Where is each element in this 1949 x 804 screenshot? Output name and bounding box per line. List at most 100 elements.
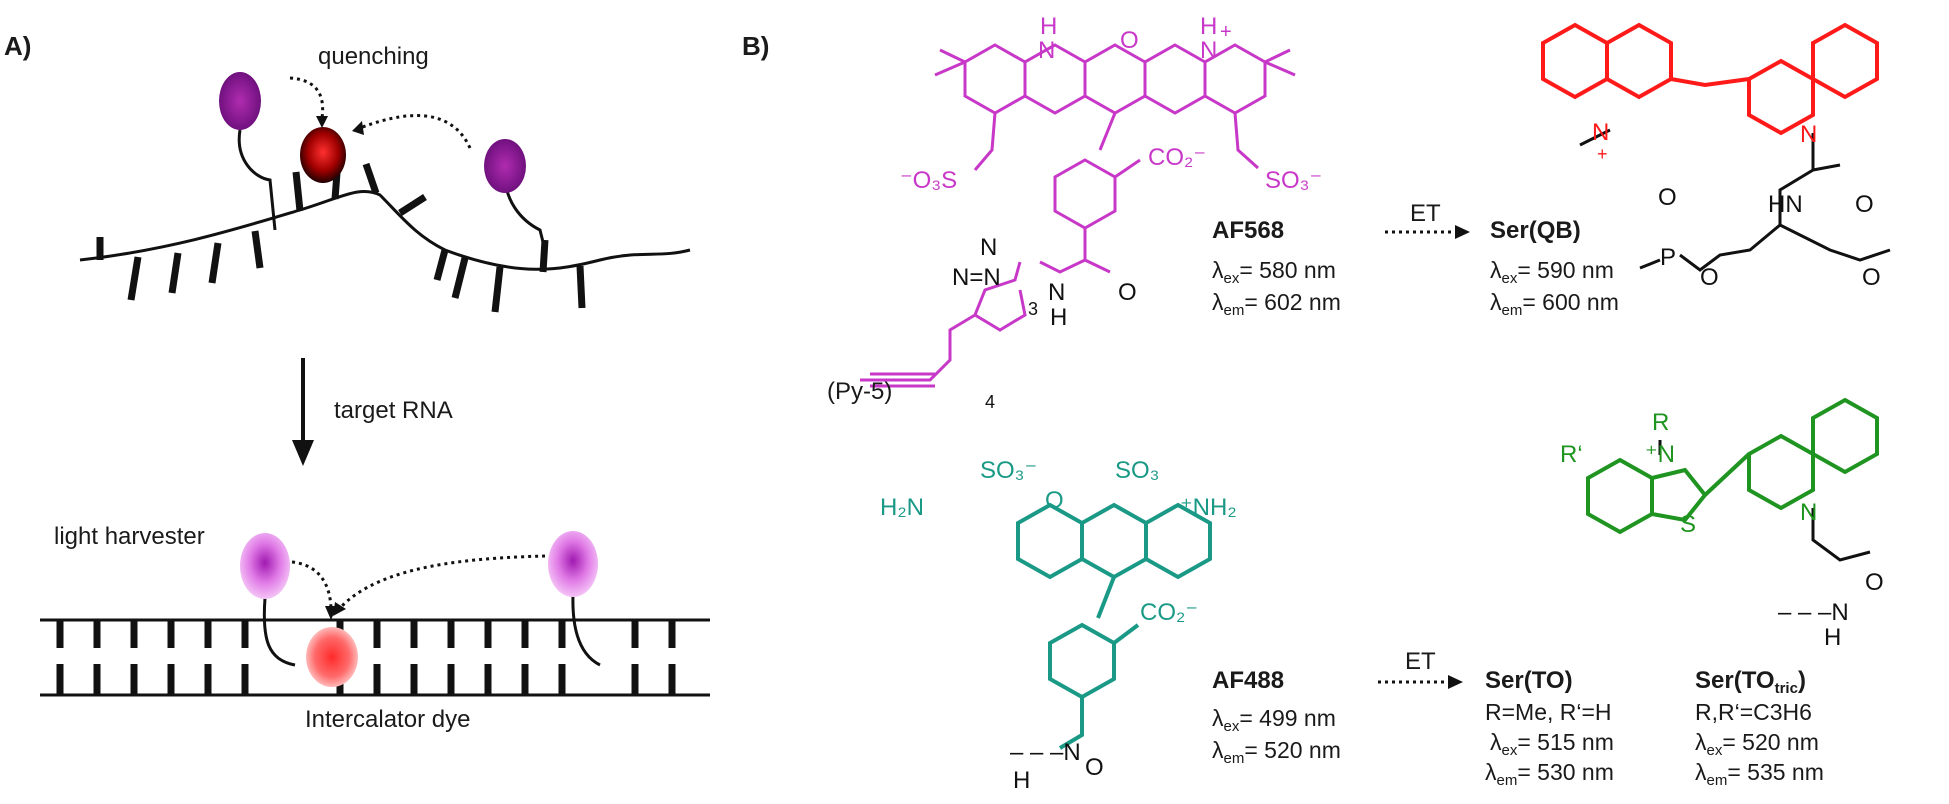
linker-subscript-4: 4 xyxy=(985,392,995,412)
af568-nh: H xyxy=(1040,13,1057,40)
totric-name-main: Ser(TO xyxy=(1695,667,1775,694)
to-r: R xyxy=(1652,409,1669,436)
quenching-arrowhead-2 xyxy=(352,121,364,135)
af488-so3-left: SO₃⁻ xyxy=(980,457,1037,484)
af488-nh2-plus: ⁺NH₂ xyxy=(1180,494,1237,521)
to-amide-h: H xyxy=(1824,624,1841,651)
af568-so3-right: SO₃⁻ xyxy=(1265,167,1322,194)
et-arrowhead-duplex-2 xyxy=(333,602,346,616)
qb-amide-o: O xyxy=(1855,191,1874,218)
af488-co2: CO₂⁻ xyxy=(1140,599,1198,626)
totric-name-sub: tric xyxy=(1774,680,1798,697)
af488-ex-value: 499 nm xyxy=(1259,705,1336,731)
target-rna-label: target RNA xyxy=(334,397,453,424)
qb-n: N xyxy=(1800,121,1817,148)
totric-name: Ser(TOtric) xyxy=(1695,667,1806,697)
to-ex: λex= 515 nm xyxy=(1490,729,1614,759)
af568-n2: N xyxy=(1200,37,1217,64)
af488-structure xyxy=(1016,502,1212,750)
totric-ex: λex= 520 nm xyxy=(1695,729,1819,759)
quenching-arrows xyxy=(289,76,472,149)
qb-name: Ser(QB) xyxy=(1490,217,1581,244)
quenched-intercalator-dye xyxy=(300,127,346,183)
totric-name-close: ) xyxy=(1797,667,1806,694)
af488-o: O xyxy=(1045,487,1064,514)
et-top-label: ET xyxy=(1410,200,1441,227)
qb-plus: + xyxy=(1597,144,1608,164)
to-linker xyxy=(1658,440,1871,562)
to-r-line: R=Me, R‘=H xyxy=(1485,699,1612,725)
triazole-n-a: N xyxy=(980,234,997,261)
qb-hn: HN xyxy=(1768,191,1803,218)
to-n: N xyxy=(1800,499,1817,526)
qb-p: P xyxy=(1660,244,1676,271)
quenching-arrowhead-1 xyxy=(316,116,328,128)
to-ex-value: 515 nm xyxy=(1537,729,1614,755)
triazole-n-b: N=N xyxy=(952,264,1001,291)
quenching-label: quenching xyxy=(318,43,429,70)
to-rprime: R‘ xyxy=(1560,441,1583,468)
dye-linkers-bottom xyxy=(262,594,601,667)
et-arrow-bottom-head xyxy=(1448,675,1463,689)
af488-name: AF488 xyxy=(1212,667,1285,694)
fluorescent-intercalator-dye xyxy=(306,627,358,687)
light-harvester-label: light harvester xyxy=(54,523,205,550)
af488-amide-o: O xyxy=(1085,754,1104,781)
qb-em-value: 600 nm xyxy=(1542,289,1619,315)
panel-a-label: A) xyxy=(4,31,32,61)
qb-ex-value: 590 nm xyxy=(1537,257,1614,283)
af568-co2: CO₂⁻ xyxy=(1148,144,1206,171)
af568-name: AF568 xyxy=(1212,217,1285,244)
af568-ex: λex= 580 nm xyxy=(1212,257,1336,287)
to-em-value: 530 nm xyxy=(1537,759,1614,785)
to-name: Ser(TO) xyxy=(1485,667,1573,694)
af488-so3-right: SO₃ xyxy=(1115,457,1159,484)
to-s: S xyxy=(1680,511,1696,538)
amide-h: H xyxy=(1050,304,1067,331)
to-em: λem= 530 nm xyxy=(1485,759,1614,789)
et-arrow-top-head xyxy=(1455,225,1470,239)
af488-em-value: 520 nm xyxy=(1264,737,1341,763)
qb-em: λem= 600 nm xyxy=(1490,289,1619,319)
light-harvester-dye-duplex-right xyxy=(548,531,598,597)
linker-subscript-3: 3 xyxy=(1028,299,1038,319)
totric-ex-value: 520 nm xyxy=(1742,729,1819,755)
af568-plus: + xyxy=(1220,21,1232,43)
qb-structure xyxy=(1541,22,1879,136)
energy-transfer-arrows-duplex xyxy=(291,554,546,610)
light-harvester-dye-left xyxy=(219,72,261,130)
amide-nh: N xyxy=(1048,279,1065,306)
to-amide-n: – – –N xyxy=(1778,599,1849,626)
qb-o1: O xyxy=(1700,264,1719,291)
light-harvester-dye-duplex-left xyxy=(240,533,290,599)
amide-o: O xyxy=(1118,279,1137,306)
panel-b-label: B) xyxy=(742,31,770,61)
af568-em-value: 602 nm xyxy=(1264,289,1341,315)
qb-po-o: O xyxy=(1658,184,1677,211)
af488-h2n: H₂N xyxy=(880,494,924,521)
py5-label: (Py-5) xyxy=(827,378,893,405)
to-n-plus: ⁺N xyxy=(1645,441,1675,468)
af568-structure xyxy=(860,43,1296,388)
totric-em: λem= 535 nm xyxy=(1695,759,1824,789)
to-amide-o: O xyxy=(1865,569,1884,596)
af568-em: λem= 602 nm xyxy=(1212,289,1341,319)
intercalator-label: Intercalator dye xyxy=(305,706,471,733)
to-structure xyxy=(1586,397,1879,535)
af568-o: O xyxy=(1120,27,1139,54)
af488-amide-h: H xyxy=(1013,767,1030,794)
af568-so3-left: ⁻O₃S xyxy=(900,167,957,194)
af568-ex-value: 580 nm xyxy=(1259,257,1336,283)
totric-r-line: R,R‘=C3H6 xyxy=(1695,699,1812,725)
et-bottom-label: ET xyxy=(1405,648,1436,675)
af568-n1: N xyxy=(1038,37,1055,64)
duplex-basepairs xyxy=(56,620,676,695)
qb-o2: O xyxy=(1862,264,1881,291)
af488-em: λem= 520 nm xyxy=(1212,737,1341,767)
qb-ex: λex= 590 nm xyxy=(1490,257,1614,287)
af488-amide-n: – – –N xyxy=(1010,739,1081,766)
totric-em-value: 535 nm xyxy=(1747,759,1824,785)
af488-ex: λex= 499 nm xyxy=(1212,705,1336,735)
hybridization-arrowhead xyxy=(292,440,314,466)
